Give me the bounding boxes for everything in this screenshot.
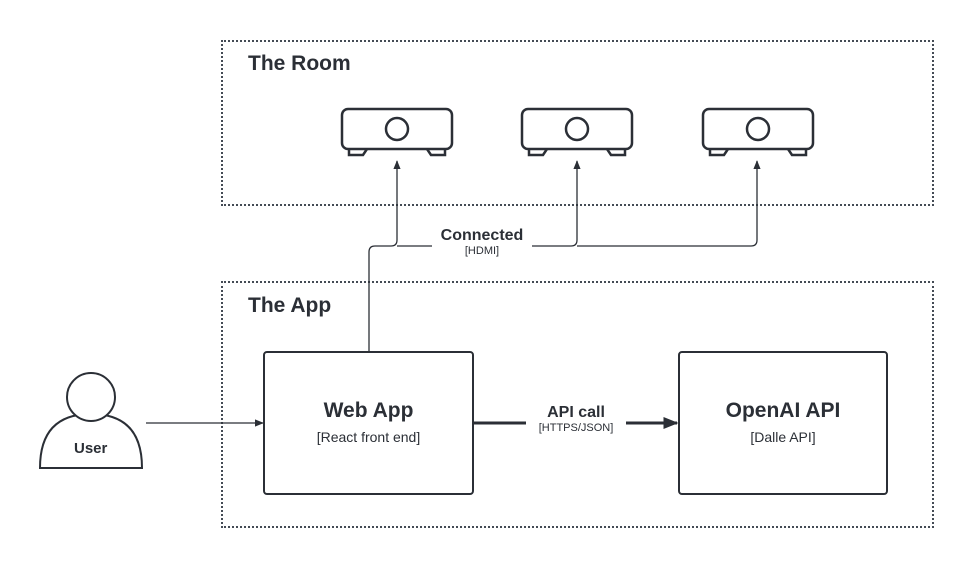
openai-api-component[interactable]: OpenAI API [Dalle API] — [678, 351, 888, 495]
hdmi-connector — [368, 160, 761, 351]
hdmi-label-text: Connected — [440, 227, 524, 244]
hdmi-connection-label: Connected [HDMI] — [432, 227, 532, 258]
room-boundary-title: The Room — [248, 52, 351, 75]
hdmi-line-2 — [397, 160, 581, 247]
hdmi-line-3 — [577, 160, 761, 247]
web-app-component[interactable]: Web App [React front end] — [263, 351, 474, 495]
user-label: User — [74, 440, 108, 457]
hdmi-line-main — [368, 160, 401, 351]
web-app-subtitle: [React front end] — [316, 429, 421, 445]
app-boundary — [221, 281, 934, 528]
api-label-text: API call — [547, 404, 605, 421]
openai-api-subtitle: [Dalle API] — [750, 429, 816, 445]
projector-icon — [340, 107, 454, 157]
api-protocol-text: [HTTPS/JSON] — [538, 422, 614, 434]
projector-icon — [701, 107, 815, 157]
web-app-title: Web App — [323, 399, 414, 422]
projector-icon — [520, 107, 634, 157]
hdmi-protocol-text: [HDMI] — [464, 245, 500, 257]
openai-api-title: OpenAI API — [725, 399, 841, 422]
app-boundary-title: The App — [248, 294, 332, 317]
api-connection-label: API call [HTTPS/JSON] — [526, 404, 626, 435]
person-icon — [38, 372, 144, 469]
